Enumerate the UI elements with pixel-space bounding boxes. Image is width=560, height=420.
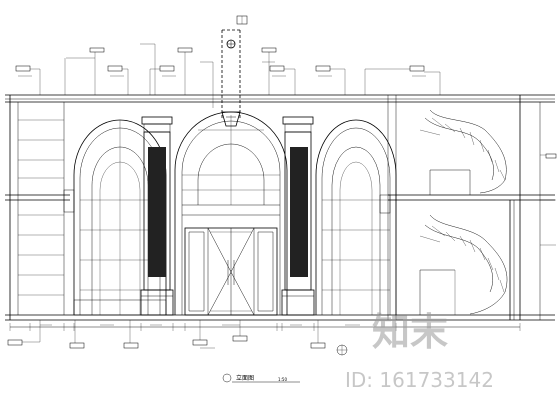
right-pilaster <box>281 116 315 316</box>
left-arch <box>73 119 167 316</box>
watermark-brand: 知末 <box>372 310 448 354</box>
center-arch <box>174 111 288 316</box>
bottom-dimensions <box>9 323 521 331</box>
watermark-id: ID: 161733142 <box>345 368 494 392</box>
right-arch <box>315 119 397 315</box>
watermark: 知末 ID: 161733142 <box>345 310 494 392</box>
spiral-staircase <box>419 109 515 320</box>
center-axis-marker <box>221 15 248 118</box>
title-block: 立面图 1:50 <box>222 373 300 383</box>
right-dimensions <box>540 153 557 246</box>
drawing-scale: 1:50 <box>278 377 287 382</box>
top-callouts <box>15 43 441 108</box>
bottom-callouts <box>7 320 348 356</box>
left-pilaster <box>140 116 174 316</box>
left-wall-panels <box>17 102 75 315</box>
drawing-title: 立面图 <box>236 374 254 382</box>
